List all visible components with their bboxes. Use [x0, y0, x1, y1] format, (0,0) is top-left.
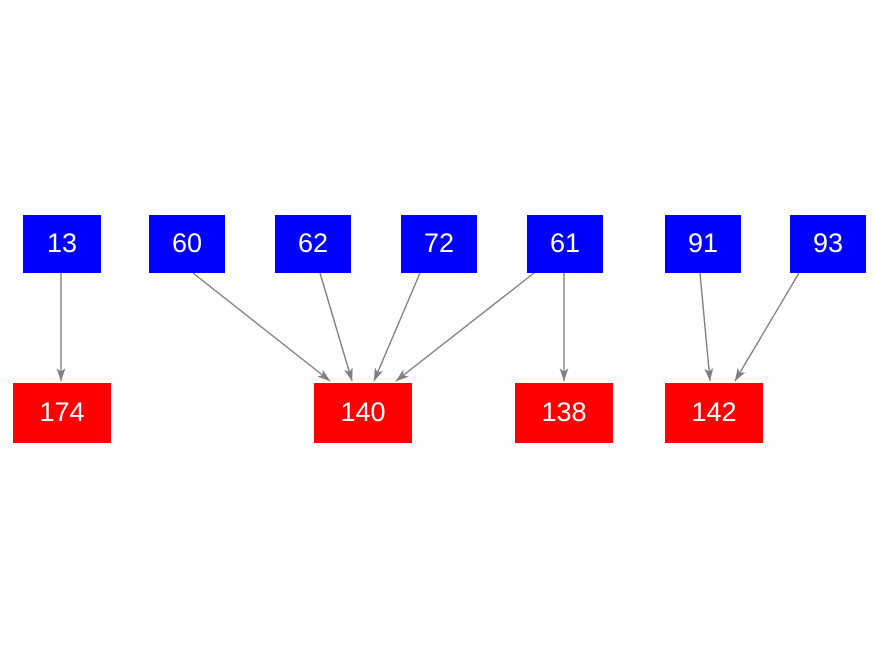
graph-node-label: 140: [340, 396, 386, 427]
graph-node-label: 93: [812, 227, 844, 258]
graph-edge-n60-to-n140: [192, 272, 331, 382]
graph-node-label: 13: [46, 227, 78, 258]
graph-node-label: 62: [297, 227, 329, 258]
graph-node-13[interactable]: 13: [23, 215, 101, 273]
graph-node-174[interactable]: 174: [13, 383, 111, 443]
graph-node-label: 142: [691, 396, 737, 427]
graph-node-label: 174: [39, 396, 85, 427]
graph-edge-n93-to-n142: [734, 272, 800, 382]
graph-node-label: 61: [549, 227, 581, 258]
graph-node-138[interactable]: 138: [515, 383, 613, 443]
graph-edge-n62-to-n140: [319, 272, 353, 382]
graph-node-62[interactable]: 62: [275, 215, 351, 273]
graph-node-72[interactable]: 72: [401, 215, 477, 273]
graph-node-93[interactable]: 93: [790, 215, 866, 273]
graph-node-label: 91: [687, 227, 719, 258]
graph-node-91[interactable]: 91: [665, 215, 741, 273]
graph-node-label: 72: [423, 227, 455, 258]
graph-node-label: 138: [541, 396, 587, 427]
graph-node-142[interactable]: 142: [665, 383, 763, 443]
edges-group: [56, 272, 800, 382]
graph-node-61[interactable]: 61: [527, 215, 603, 273]
graph-node-140[interactable]: 140: [314, 383, 412, 443]
graph-edge-n91-to-n142: [699, 272, 714, 382]
graph-node-60[interactable]: 60: [149, 215, 225, 273]
graph-edge-n72-to-n140: [373, 272, 421, 382]
graph-node-label: 60: [171, 227, 203, 258]
graph-edge-n61-to-n140: [395, 272, 535, 382]
